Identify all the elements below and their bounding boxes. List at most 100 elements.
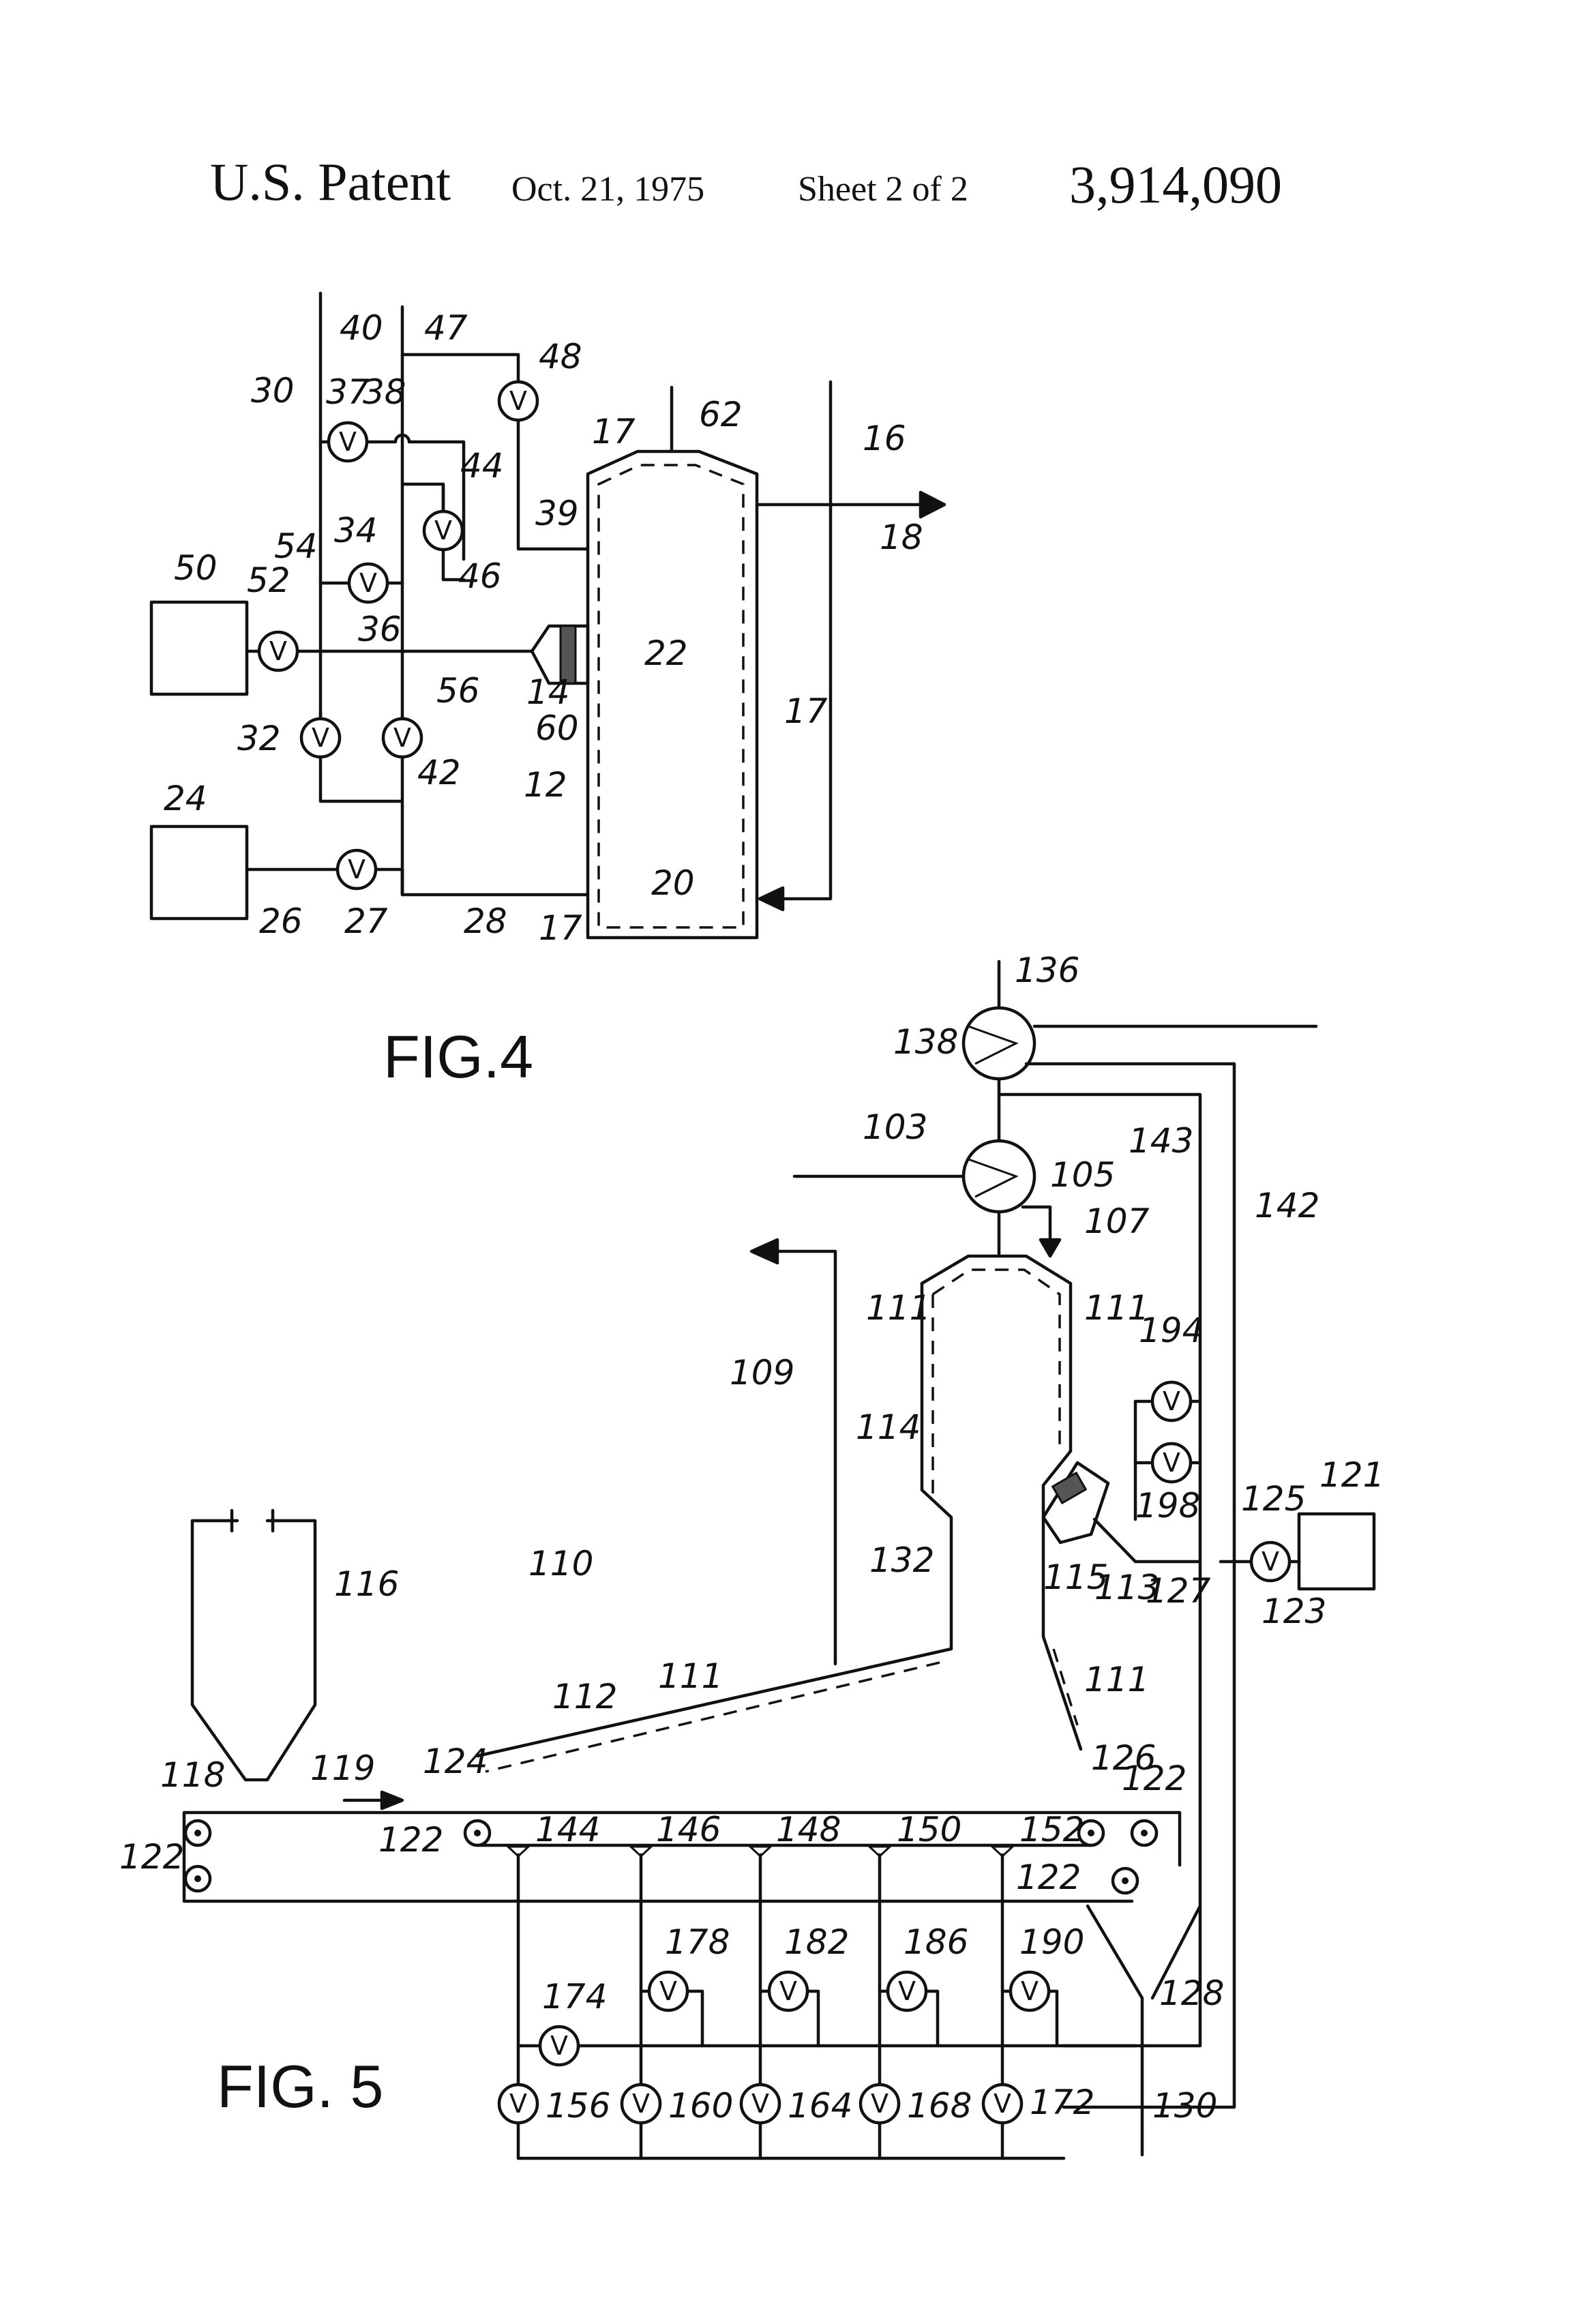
svg-text:V: V xyxy=(779,1976,797,2006)
fig5-valve-160: V xyxy=(622,2085,660,2123)
svg-text:V: V xyxy=(359,568,377,598)
ref-label: 110 xyxy=(528,1544,593,1583)
ref-label: 164 xyxy=(788,2086,852,2126)
svg-text:V: V xyxy=(312,723,329,753)
ref-label: 160 xyxy=(668,2086,733,2126)
ref-label: 12 xyxy=(524,765,567,805)
ref-label: 114 xyxy=(856,1407,921,1447)
fig4-valve-27: V xyxy=(338,850,376,889)
ref-label: 14 xyxy=(526,672,570,712)
ref-label: 130 xyxy=(1152,2086,1217,2126)
ref-label: 17 xyxy=(539,908,582,948)
fig4-diagram: V V V V V V V V 40 47 30 37 38 48 62 16 … xyxy=(151,293,944,1090)
ref-label: 125 xyxy=(1241,1479,1306,1519)
fig5-valve-125: V xyxy=(1251,1543,1289,1581)
ref-label: 186 xyxy=(904,1922,968,1962)
fig5-valve-168: V xyxy=(861,2085,899,2123)
fig5-valve-182: V xyxy=(769,1972,807,2010)
ref-label: 50 xyxy=(174,548,218,588)
svg-text:V: V xyxy=(393,723,411,753)
fig5-valve-190: V xyxy=(1011,1972,1049,2010)
ref-label: 152 xyxy=(1019,1810,1084,1849)
svg-text:V: V xyxy=(994,2089,1011,2119)
ref-label: 146 xyxy=(656,1810,721,1849)
ref-label: 111 xyxy=(658,1656,723,1696)
fig4-valve-42: V xyxy=(383,719,421,757)
svg-text:V: V xyxy=(871,2089,889,2119)
ref-label: 30 xyxy=(251,371,295,411)
ref-label: 26 xyxy=(259,902,303,941)
svg-text:V: V xyxy=(348,854,365,884)
ref-label: 172 xyxy=(1030,2083,1094,2122)
fig5-valve-178: V xyxy=(649,1972,687,2010)
svg-text:V: V xyxy=(659,1976,677,2006)
ref-label: 150 xyxy=(897,1810,961,1849)
fig5-diagram: V V V V V V V V V V V V V 136 138 103 10… xyxy=(119,951,1384,2158)
ref-label: 17 xyxy=(784,691,828,731)
ref-label: 142 xyxy=(1255,1186,1319,1225)
fig5-hopper xyxy=(192,1521,315,1780)
svg-text:V: V xyxy=(1163,1448,1180,1478)
ref-label: 136 xyxy=(1015,951,1079,990)
ref-label: 168 xyxy=(907,2086,972,2126)
ref-label: 122 xyxy=(1122,1759,1186,1798)
svg-text:V: V xyxy=(339,427,357,457)
ref-label: 122 xyxy=(119,1837,184,1877)
svg-text:V: V xyxy=(550,2031,568,2061)
ref-label: 144 xyxy=(535,1810,600,1849)
ref-label: 36 xyxy=(358,610,402,649)
ref-label: 119 xyxy=(310,1748,375,1788)
ref-label: 123 xyxy=(1262,1592,1326,1631)
heat-exchanger-105 xyxy=(964,1141,1034,1212)
fig4-vessel-liner xyxy=(599,465,743,927)
fig4-valve-34: V xyxy=(349,564,387,602)
ref-label: 28 xyxy=(464,902,507,941)
ref-label: 116 xyxy=(334,1564,399,1604)
ref-label: 47 xyxy=(424,308,468,348)
fig5-valve-174: V xyxy=(540,2027,578,2065)
ref-label: 42 xyxy=(417,753,461,792)
fig5-valve-186: V xyxy=(888,1972,926,2010)
ref-label: 22 xyxy=(644,634,688,673)
fig4-box-24 xyxy=(151,826,247,919)
ref-label: 122 xyxy=(378,1820,443,1860)
ref-label: 148 xyxy=(776,1810,841,1849)
fig5-valve-156: V xyxy=(499,2085,537,2123)
ref-label: 143 xyxy=(1129,1121,1193,1161)
fig5-valve-164: V xyxy=(741,2085,779,2123)
ref-label: 174 xyxy=(542,1977,607,2016)
svg-text:V: V xyxy=(434,516,452,546)
ref-label: 118 xyxy=(160,1755,225,1795)
ref-label: 182 xyxy=(784,1922,849,1962)
ref-label: 62 xyxy=(699,395,743,434)
ref-label: 48 xyxy=(539,337,582,376)
ref-label: 138 xyxy=(893,1022,958,1062)
ref-label: 105 xyxy=(1050,1155,1115,1195)
ref-label: 17 xyxy=(592,412,636,451)
svg-text:V: V xyxy=(1163,1386,1180,1416)
ref-label: 178 xyxy=(665,1922,730,1962)
fig5-caption: FIG. 5 xyxy=(217,2053,384,2120)
svg-text:V: V xyxy=(509,386,527,416)
ref-label: 39 xyxy=(535,494,579,533)
ref-label: 103 xyxy=(863,1107,927,1147)
ref-label: 46 xyxy=(458,556,502,596)
svg-text:V: V xyxy=(509,2089,527,2119)
fig5-valve-172: V xyxy=(983,2085,1021,2123)
fig5-valve-198: V xyxy=(1152,1444,1191,1482)
ref-label: 34 xyxy=(334,511,378,550)
svg-text:V: V xyxy=(898,1976,916,2006)
heat-exchanger-138 xyxy=(964,1008,1034,1079)
svg-text:V: V xyxy=(632,2089,650,2119)
ref-label: 112 xyxy=(552,1677,617,1716)
ref-label: 128 xyxy=(1159,1973,1224,2013)
fig5-shaft xyxy=(922,1256,1081,1749)
svg-text:V: V xyxy=(751,2089,769,2119)
ref-label: 27 xyxy=(344,902,388,941)
ref-label: 124 xyxy=(423,1742,488,1781)
svg-text:V: V xyxy=(269,636,287,666)
ref-label: 122 xyxy=(1016,1858,1081,1897)
svg-text:V: V xyxy=(1021,1976,1039,2006)
fig4-valve-46: V xyxy=(424,511,462,550)
ref-label: 156 xyxy=(546,2086,610,2126)
